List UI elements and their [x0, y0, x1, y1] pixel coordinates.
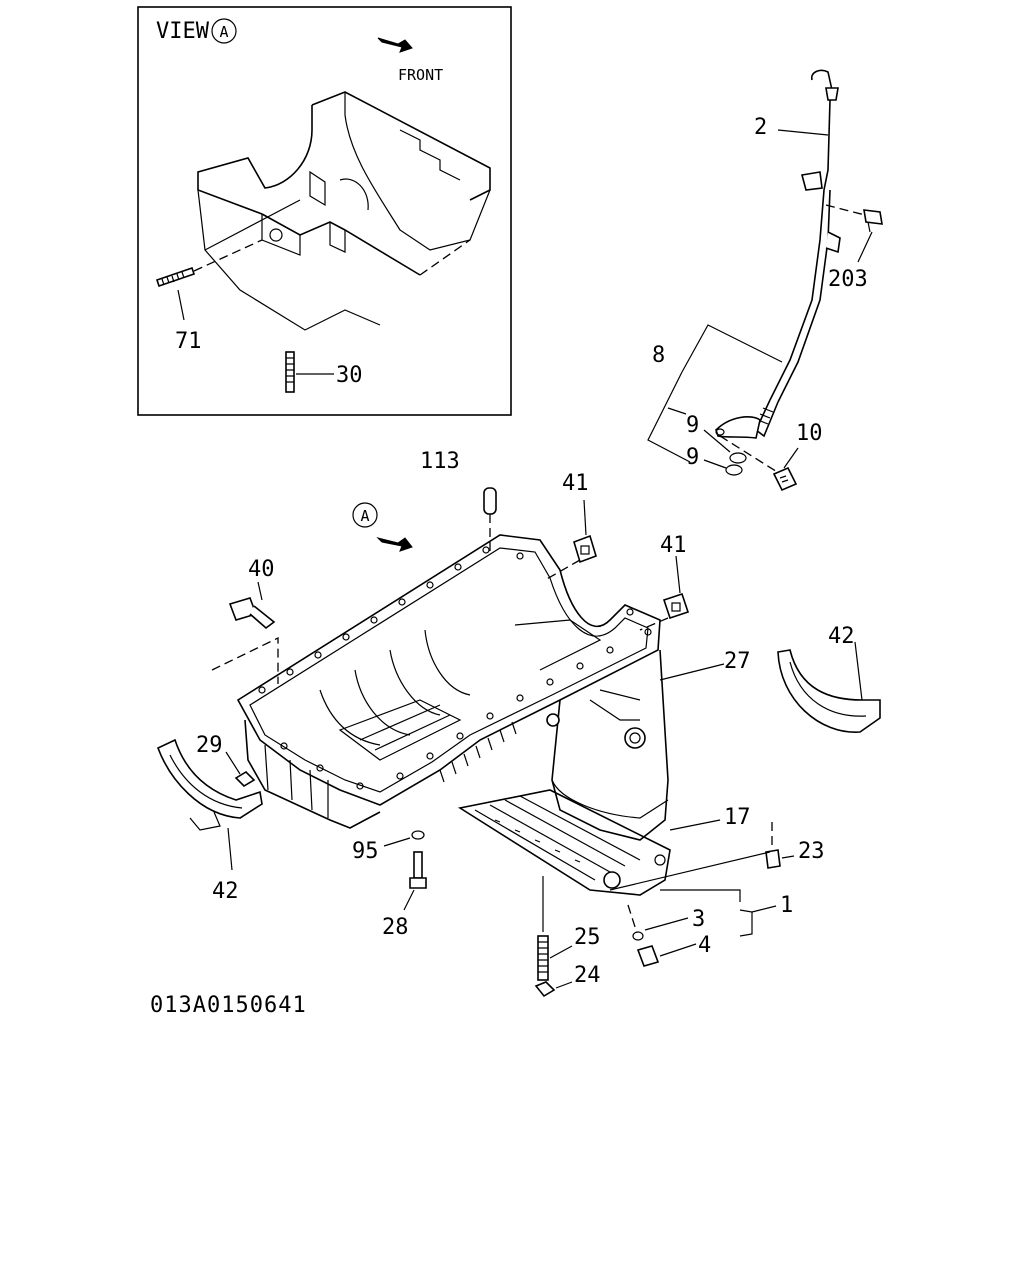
callout-9-upper: 9 — [686, 413, 699, 438]
callout-28: 28 — [382, 915, 409, 940]
callout-27: 27 — [724, 649, 751, 674]
callout-71: 71 — [175, 329, 202, 354]
callout-41-left: 41 — [562, 471, 589, 496]
callout-1: 1 — [780, 893, 793, 918]
nut-24 — [534, 981, 573, 998]
callout-42-left: 42 — [212, 879, 239, 904]
view-a-marker: A — [352, 502, 378, 528]
stud-71 — [155, 239, 263, 321]
callout-2: 2 — [754, 115, 767, 140]
inset-view-letter: A — [219, 23, 228, 41]
gasket-9-upper — [729, 452, 747, 464]
inset-oil-pan-sketch — [197, 91, 491, 331]
nut-29 — [225, 751, 256, 788]
washer-3 — [627, 904, 689, 941]
dipstick-assembly — [647, 69, 883, 492]
inset-front-arrow-icon — [377, 37, 413, 53]
bolt-40 — [211, 581, 279, 684]
cushion-41-right — [639, 555, 690, 631]
bolt-23 — [765, 822, 795, 869]
cushion-41-left — [544, 499, 597, 581]
callout-10: 10 — [796, 421, 823, 446]
callout-113: 113 — [420, 449, 460, 474]
stud-25 — [537, 876, 573, 981]
washer-95 — [383, 830, 425, 847]
callout-29: 29 — [196, 733, 223, 758]
plug-4 — [636, 943, 697, 967]
bolt-28 — [403, 851, 427, 911]
callout-9-lower: 9 — [686, 445, 699, 470]
inset-view-circle — [211, 18, 237, 44]
main-front-arrow-icon — [376, 537, 413, 552]
callout-4: 4 — [698, 933, 711, 958]
callout-203: 203 — [828, 267, 868, 292]
gasket-9-lower — [725, 464, 743, 476]
callout-25: 25 — [574, 925, 601, 950]
callout-8: 8 — [652, 343, 665, 368]
callout-41-right: 41 — [660, 533, 687, 558]
callout-17: 17 — [724, 805, 751, 830]
oil-pan-body — [236, 534, 671, 896]
main-view-letter: A — [360, 507, 369, 525]
inset-title: VIEW — [156, 19, 210, 44]
dipstick-tube — [769, 189, 825, 401]
inset-frame — [137, 6, 512, 416]
bolt-203 — [863, 209, 883, 233]
view-a-inset: VIEW A FRONT — [137, 6, 512, 416]
inset-front-label: FRONT — [398, 66, 443, 84]
callout-95: 95 — [352, 839, 379, 864]
stud-30 — [285, 351, 334, 393]
callout-3: 3 — [692, 907, 705, 932]
seal-42-left — [156, 738, 263, 871]
drawing-code: 013A0150641 — [150, 993, 307, 1018]
callout-42-right: 42 — [828, 624, 855, 649]
dipstick-handle — [810, 69, 833, 91]
callout-30: 30 — [336, 363, 363, 388]
seal-42-right — [777, 641, 881, 733]
callout-23: 23 — [798, 839, 825, 864]
dowel-113 — [483, 487, 497, 555]
callout-24: 24 — [574, 963, 601, 988]
callout-40: 40 — [248, 557, 275, 582]
bolt-10 — [772, 466, 798, 492]
